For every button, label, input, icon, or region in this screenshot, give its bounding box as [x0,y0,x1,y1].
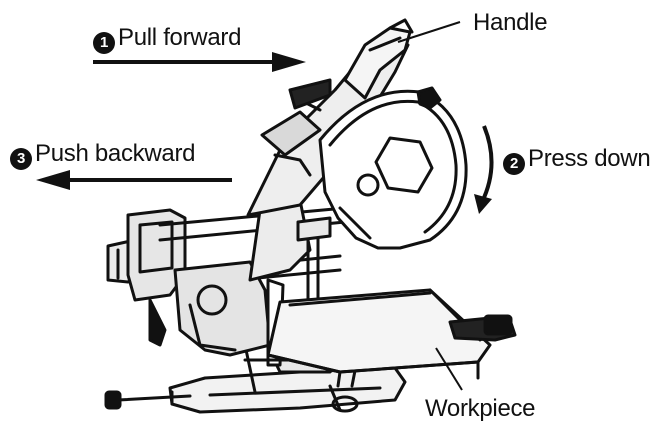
workpiece-label: Workpiece [425,397,535,421]
press-down-arrow [482,126,492,202]
push-backward-arrowhead-icon [36,170,70,190]
step-3-text: Push backward [35,140,195,167]
step-3-number-icon: 3 [10,148,32,170]
handle-label: Handle [473,11,547,35]
step-1-number-icon: 1 [93,32,115,54]
press-down-arrowhead-icon [474,194,492,214]
step-1-text: Pull forward [118,24,241,51]
fence-left [108,210,185,345]
pull-forward-arrowhead-icon [272,52,306,72]
right-clamp [450,316,515,340]
step-2-text: Press down [528,145,650,172]
step-2-number-icon: 2 [503,153,525,175]
